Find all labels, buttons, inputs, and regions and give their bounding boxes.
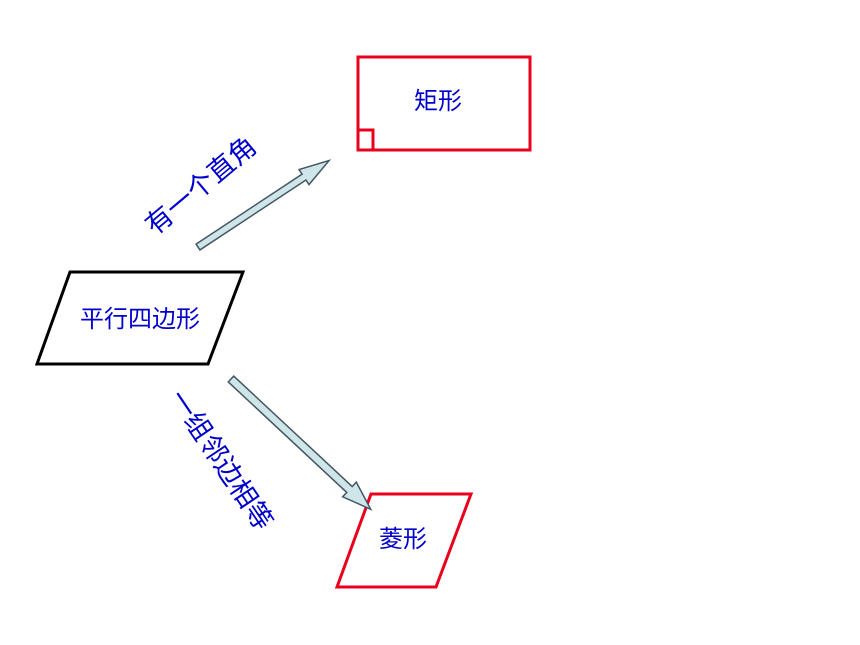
rectangle-shape: [356, 55, 532, 152]
rhombus-label: 菱形: [379, 525, 427, 553]
parallelogram-label: 平行四边形: [80, 305, 200, 333]
node-rectangle: 矩形: [356, 55, 532, 152]
rectangle-label: 矩形: [414, 87, 462, 115]
arrow-up-right-shape: [195, 159, 332, 251]
node-parallelogram: 平行四边形: [34, 270, 246, 366]
arrow-to-rhombus: [227, 375, 373, 511]
right-angle-marker: [358, 128, 375, 150]
arrow-down-right-shape: [227, 375, 373, 511]
rhombus-shape: [334, 492, 474, 589]
parallelogram-shape: [34, 270, 246, 366]
condition-right-angle-label: 有一个直角: [140, 131, 263, 242]
node-rhombus: 菱形: [334, 492, 474, 589]
arrow-to-rectangle: [195, 159, 332, 251]
